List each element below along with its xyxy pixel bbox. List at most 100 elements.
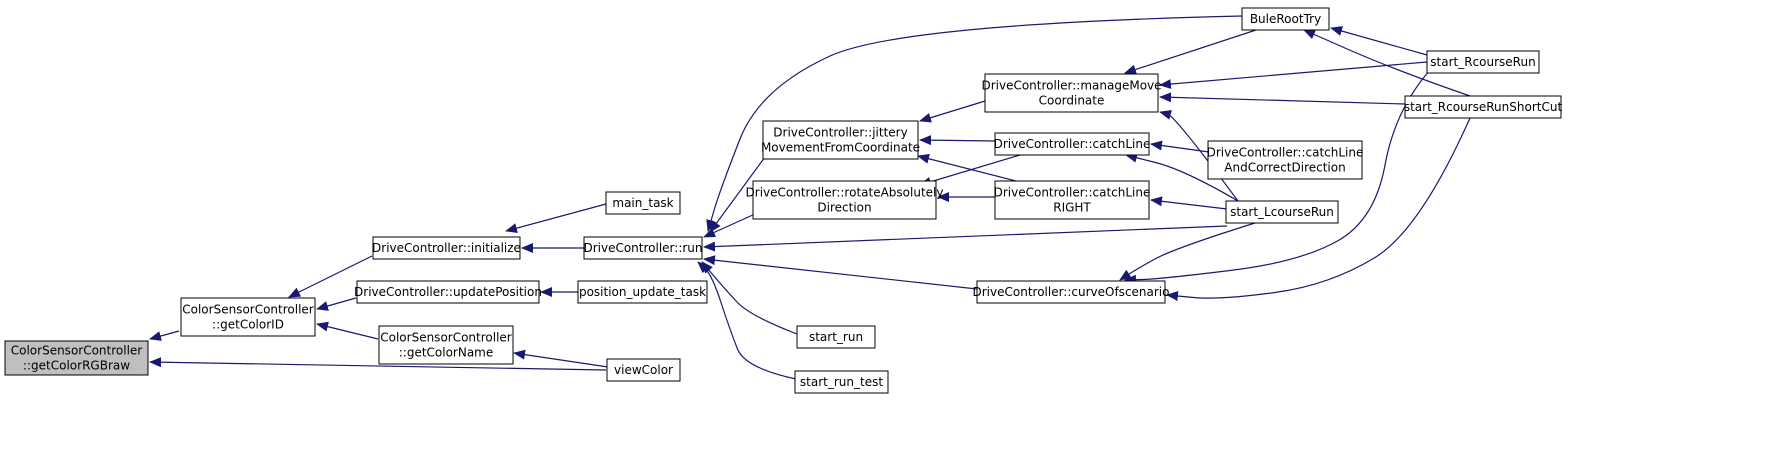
node-box [752,180,937,220]
nodes-layer: ColorSensorController::getColorRGBrawCol… [4,7,1563,394]
edge-start_RcourseRunShortCut-calls-manageMove [1159,92,1406,105]
node-catchLine[interactable]: DriveController::catchLine [994,132,1151,156]
edge-start_RcourseRunShortCut-calls-curve [1166,117,1471,302]
edge-main_task-calls-initialize [505,203,607,233]
node-start_run[interactable]: start_run [796,325,876,349]
edge-catchLine-calls-rotate [919,154,1021,187]
node-label: DriveController::run [583,241,702,255]
node-label: MovementFromCoordinate [761,141,920,155]
node-box [372,236,521,260]
edge-start_run-calls-run [701,261,798,335]
node-label: start_run [809,330,863,344]
node-start_RcourseRun[interactable]: start_RcourseRun [1426,50,1540,74]
node-box [994,132,1150,156]
node-start_LcourseRun[interactable]: start_LcourseRun [1225,200,1339,224]
node-viewColor[interactable]: viewColor [606,358,681,382]
node-box [605,191,681,215]
node-getColorRGBraw[interactable]: ColorSensorController::getColorRGBraw [4,340,149,376]
edge-updatePosition-calls-getColorID [316,297,357,311]
node-label: BuleRootTry [1250,12,1321,26]
node-label: DriveController::jittery [773,126,907,140]
edge-start_LcourseRun-calls-catchLineRIGHT [1150,196,1228,210]
node-box [4,340,149,376]
node-label: DriveController::rotateAbsolutely [746,186,944,200]
node-box [583,236,703,260]
node-box [794,370,889,394]
node-box [976,280,1166,304]
edge-catchLineAndCorrect-calls-catchLine [1150,140,1210,153]
edge-start_LcourseRun-calls-curve [1119,222,1256,281]
node-label: ColorSensorController [11,344,143,358]
node-label: Direction [817,201,871,215]
node-main_task[interactable]: main_task [605,191,681,215]
edge-start_LcourseRun-calls-catchLine [1125,152,1239,202]
node-label: DriveController::curveOfscenario [973,285,1170,299]
node-label: start_LcourseRun [1230,205,1334,219]
node-box [1241,7,1330,31]
node-box [606,358,681,382]
node-label: ::getColorName [399,346,494,360]
node-box [378,325,514,365]
node-box [577,280,708,304]
edge-catchLineRIGHT-calls-jittery [917,153,1021,183]
edge-getColorName-calls-getColorID [316,321,379,340]
node-initialize[interactable]: DriveController::initialize [372,236,521,260]
edge-start_RcourseRun-calls-manageMove [1159,61,1428,90]
node-label: start_RcourseRun [1430,55,1535,69]
edge-viewColor-calls-getColorName [513,349,609,368]
node-curve[interactable]: DriveController::curveOfscenario [973,280,1170,304]
node-box [356,280,540,304]
edge-BuleRootTry-calls-manageMove [1124,29,1257,75]
node-start_run_test[interactable]: start_run_test [794,370,889,394]
edge-start_LcourseRun-calls-manageMove [1159,110,1239,202]
node-label: viewColor [614,363,673,377]
node-catchLineAndCorrect[interactable]: DriveController::catchLineAndCorrectDire… [1207,140,1364,180]
edge-manageMove-calls-jittery [919,100,986,123]
edge-getColorID-calls-getColorRGBraw [149,330,180,341]
node-label: DriveController::catchLine [1207,146,1364,160]
node-rotate[interactable]: DriveController::rotateAbsolutelyDirecti… [746,180,944,220]
node-box [796,325,876,349]
edge-start_RcourseRunShortCut-calls-BuleRootTry [1303,29,1471,97]
edges-layer [149,15,1471,380]
edge-jittery-calls-run [709,156,766,233]
node-box [1426,50,1540,74]
node-label: RIGHT [1053,201,1091,215]
edge-BuleRootTry-calls-run [706,15,1243,232]
node-run[interactable]: DriveController::run [583,236,703,260]
node-label: DriveController::initialize [372,241,521,255]
node-updatePosition[interactable]: DriveController::updatePosition [354,280,542,304]
node-box [762,120,919,160]
node-label: start_run_test [800,375,883,389]
node-jittery[interactable]: DriveController::jitteryMovementFromCoor… [761,120,920,160]
node-label: Coordinate [1039,94,1105,108]
node-position_update_task[interactable]: position_update_task [577,280,708,304]
node-label: ColorSensorController [182,303,314,317]
node-label: DriveController::updatePosition [354,285,542,299]
edge-catchLine-calls-jittery [919,135,996,146]
node-label: DriveController::manageMove [981,79,1161,93]
node-getColorID[interactable]: ColorSensorController::getColorID [180,297,316,337]
node-box [180,297,316,337]
edge-start_run_test-calls-run [697,261,797,380]
edge-curve-calls-run [703,255,978,290]
edge-start_RcourseRun-calls-BuleRootTry [1330,26,1428,56]
node-label: main_task [612,196,673,210]
node-label: AndCorrectDirection [1224,161,1345,175]
node-label: position_update_task [579,285,706,299]
node-start_RcourseRunShortCut[interactable]: start_RcourseRunShortCut [1404,95,1563,119]
edge-initialize-calls-getColorID [288,255,373,298]
edge-rotate-calls-run [703,213,756,238]
node-BuleRootTry[interactable]: BuleRootTry [1241,7,1330,31]
node-label: start_RcourseRunShortCut [1404,100,1563,114]
node-box [994,180,1150,220]
node-label: ColorSensorController [380,331,512,345]
node-getColorName[interactable]: ColorSensorController::getColorName [378,325,514,365]
node-box [1207,140,1363,180]
edge-start_RcourseRun-calls-curve [1124,69,1431,285]
node-label: ::getColorRGBraw [23,359,130,373]
node-label: DriveController::catchLine [994,137,1151,151]
